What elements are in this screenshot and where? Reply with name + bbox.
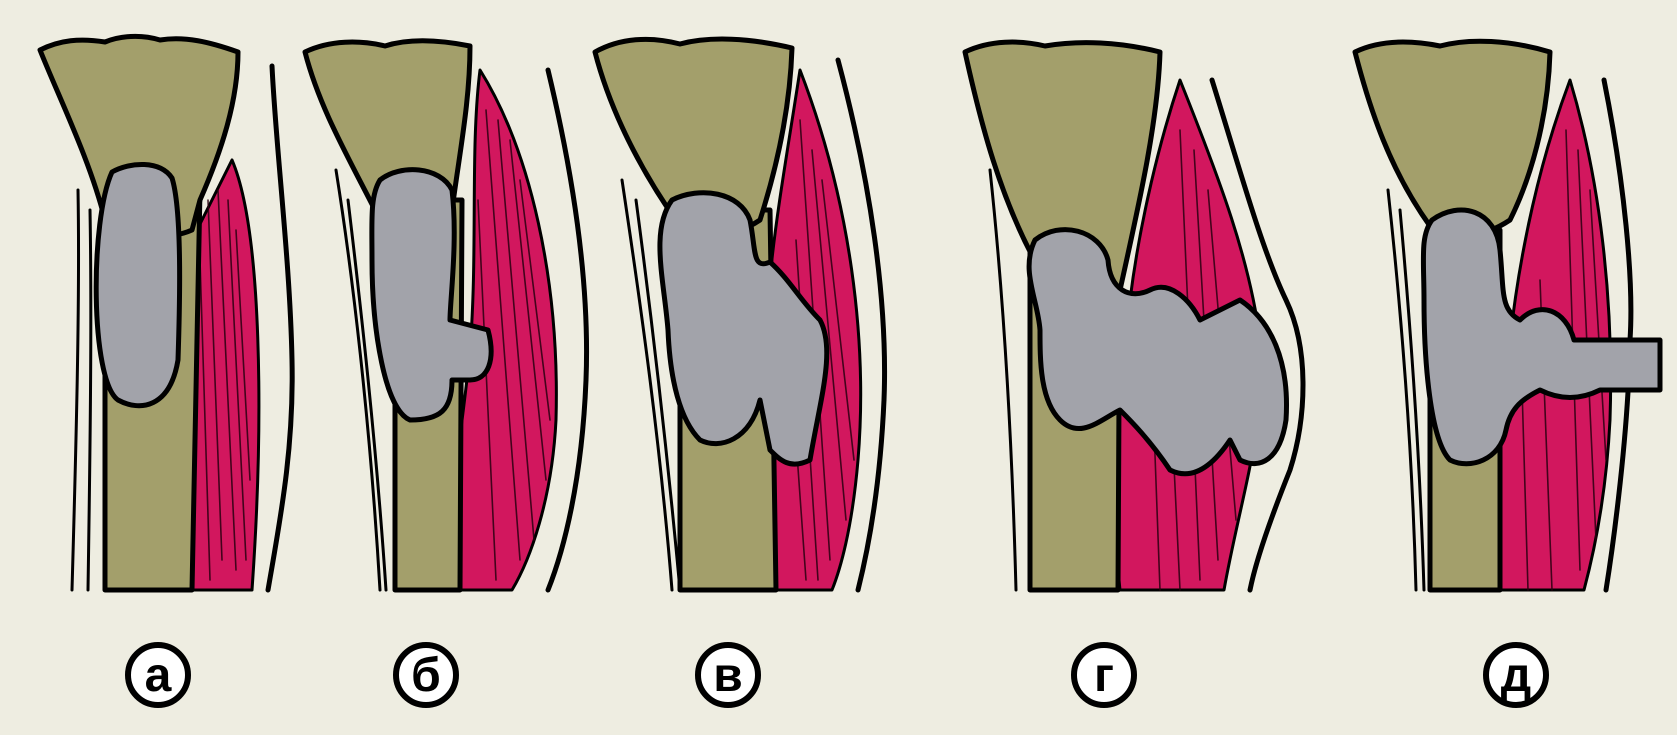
abscess-a bbox=[96, 164, 179, 405]
bone-epiphysis-d bbox=[1355, 41, 1550, 236]
periosteum-d bbox=[1388, 190, 1416, 590]
panel-a: а bbox=[40, 36, 292, 705]
periosteum-a bbox=[72, 190, 79, 590]
label-b: б bbox=[411, 649, 441, 702]
panel-d: д bbox=[1355, 41, 1660, 705]
skin-a bbox=[268, 66, 292, 590]
label-a: а bbox=[145, 649, 172, 702]
label-g: г bbox=[1094, 649, 1114, 702]
panel-v: в bbox=[595, 39, 885, 705]
panel-g: г bbox=[965, 42, 1303, 705]
periosteum-g bbox=[990, 170, 1016, 590]
muscle-a bbox=[192, 160, 259, 590]
panel-b: б bbox=[305, 41, 587, 705]
label-d: д bbox=[1501, 649, 1531, 702]
label-v: в bbox=[713, 649, 743, 702]
